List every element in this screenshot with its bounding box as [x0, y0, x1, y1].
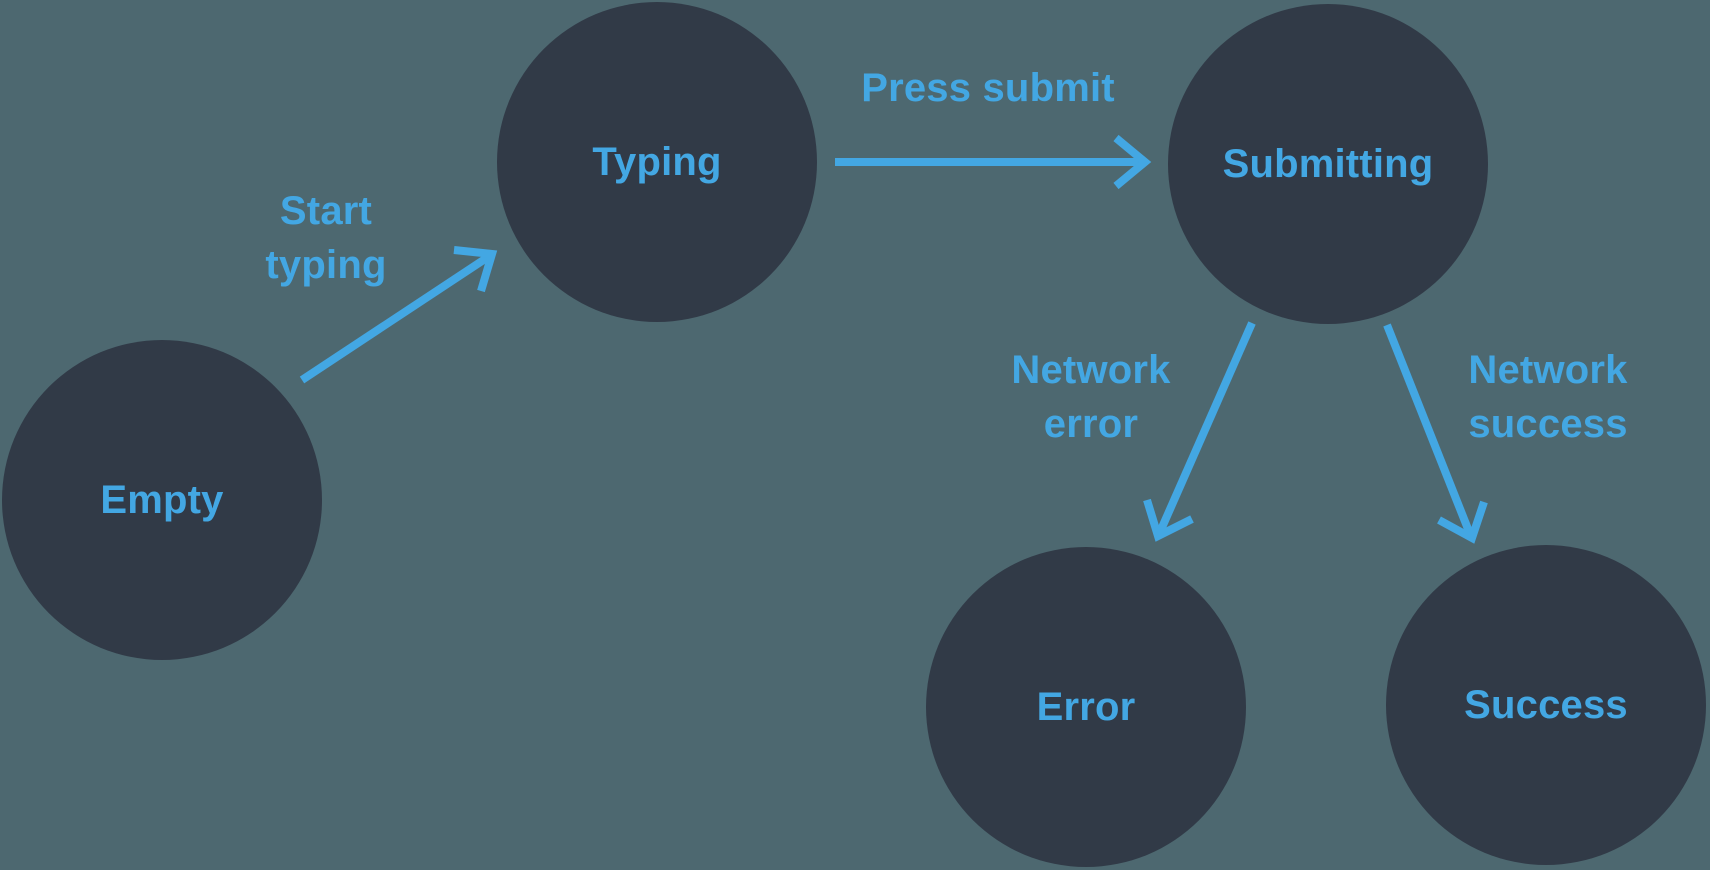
transition-label-network-error: Network error: [1011, 343, 1170, 451]
state-label-typing: Typing: [592, 139, 722, 184]
arrowhead-chevron-icon: [1113, 134, 1152, 190]
arrowhead-chevron-icon: [1143, 498, 1194, 542]
state-label-error: Error: [1036, 684, 1136, 729]
state-node-error: Error: [926, 547, 1246, 867]
transition-label-network-success: Network success: [1468, 343, 1627, 451]
arrow-shaft: [1156, 321, 1256, 534]
state-node-typing: Typing: [497, 2, 817, 322]
state-node-submitting: Submitting: [1168, 4, 1488, 324]
arrow-press-submit: [835, 134, 1152, 190]
transition-label-start-typing: Start typing: [265, 184, 386, 292]
state-label-success: Success: [1464, 682, 1628, 727]
arrowhead-chevron-icon: [453, 246, 498, 293]
transition-label-line: Network: [1011, 348, 1171, 392]
arrowhead-chevron-icon: [1437, 500, 1488, 544]
transition-label-line: error: [1043, 402, 1139, 446]
arrow-shaft: [1383, 323, 1474, 536]
state-label-empty: Empty: [100, 477, 224, 522]
transition-label-line: Network: [1468, 348, 1628, 392]
transition-label-line: Start: [279, 189, 373, 233]
transition-label-press-submit: Press submit: [861, 61, 1115, 115]
transition-label-line: typing: [265, 243, 387, 287]
transition-label-line: Press submit: [861, 66, 1115, 110]
state-label-submitting: Submitting: [1222, 141, 1434, 186]
state-node-empty: Empty: [2, 340, 322, 660]
state-node-success: Success: [1386, 545, 1706, 865]
transition-label-line: success: [1468, 402, 1628, 446]
